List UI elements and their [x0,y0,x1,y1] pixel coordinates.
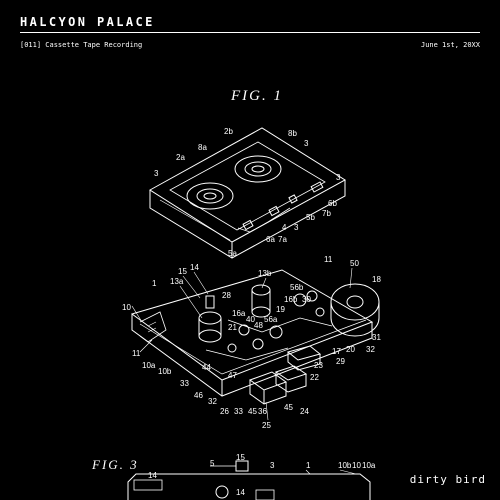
callout: 3 [294,223,299,232]
callout: 50 [350,259,359,268]
callout: 13a [170,277,184,286]
callout: 1 [152,279,157,288]
exploded-mechanism [130,267,380,421]
callout: 45 [248,407,257,416]
callout: 19 [276,305,285,314]
callout: 10a [142,361,156,370]
callout: 30 [302,295,311,304]
callout: 14 [236,488,245,497]
callout: 31 [372,333,381,342]
callout: 28 [222,291,231,300]
callout: 11 [324,255,333,264]
callout: 10 [352,461,361,470]
callout: 47 [228,371,237,380]
callout: 2a [176,153,185,162]
callout: 56a [264,315,278,324]
callout: 5b [306,213,315,222]
callout: 33 [234,407,243,416]
callout: 15 [236,453,245,462]
callout: 24 [300,407,309,416]
callout: 32 [208,397,217,406]
callout: 33 [180,379,189,388]
callout: 5a [228,249,237,258]
callout: 14 [190,263,199,272]
callout: 44 [202,363,211,372]
callout: 48 [254,321,263,330]
callout: 20 [346,345,355,354]
callout: 21 [228,323,237,332]
callout: 15 [178,267,187,276]
figure-1-label: FIG. 1 [231,88,283,104]
callout: 46 [194,391,203,400]
callout: 1 [306,461,311,470]
callout: 3 [304,139,309,148]
callout: 16b [284,295,298,304]
callout: 56b [290,283,304,292]
callout: 23 [314,361,323,370]
figure-3-label: FIG. 3 [92,457,139,472]
callout: 40 [246,315,255,324]
callout: 6b [328,199,337,208]
callout: 45 [284,403,293,412]
callout: 3 [154,169,159,178]
callout: 10b [158,367,172,376]
header-rule [20,32,480,33]
poster-subtitle: [011] Cassette Tape Recording [20,41,143,49]
callout: 10b [338,461,352,470]
callout: 10a [362,461,376,470]
poster-date: June 1st, 20XX [420,41,480,49]
callout: 14 [148,471,157,480]
assembled-cassette [149,127,346,259]
callout: 25 [262,421,271,430]
callout: 5 [210,459,215,468]
callout: 11 [132,349,141,358]
callout: 29 [336,357,345,366]
callout: 17 [332,347,341,356]
callout: 4 [282,223,287,232]
callout: 26 [220,407,229,416]
brand-title: HALCYON PALACE [20,15,155,29]
callout: 2b [224,127,233,136]
callout: 8b [288,129,297,138]
callout: 3 [270,461,275,470]
callout: 22 [310,373,319,382]
callout: 13b [258,269,272,278]
callout: 10 [122,303,131,312]
callout: 16a [232,309,246,318]
callout: 18 [372,275,381,284]
callout: 7a [278,235,287,244]
callout: 6a [266,235,275,244]
callout: 7b [322,209,331,218]
fig3-partial-drawing [127,460,371,500]
callout-labels: 3 2a 8a 2b 8b 3 3 6b 5b 7b 4 3 6a 7a 5a … [122,127,381,497]
callout: 36 [258,407,267,416]
callout: 8a [198,143,207,152]
callout: 32 [366,345,375,354]
artist-signature: dirty bird [409,473,486,486]
callout: 3 [336,173,341,182]
